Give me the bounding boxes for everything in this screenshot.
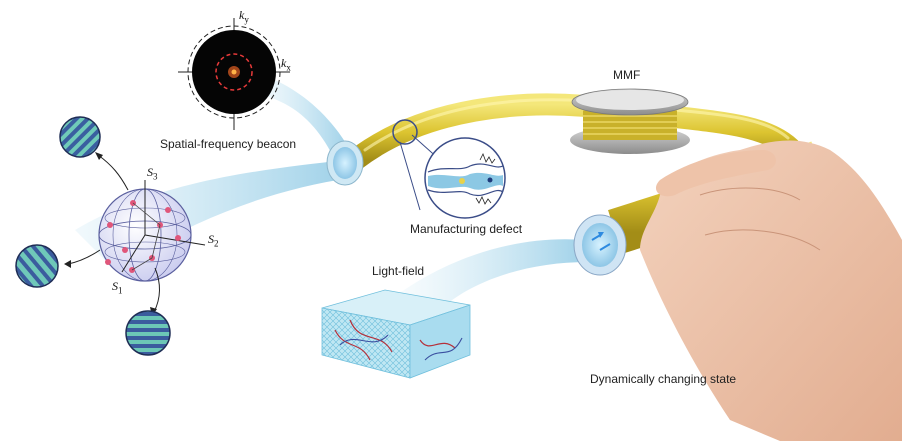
arrowhead-top	[95, 152, 103, 160]
arrow-to-mode-left	[67, 249, 101, 265]
light-field-block	[321, 289, 471, 379]
axis-kx: kx	[281, 56, 291, 73]
mode-pattern-icon	[125, 310, 171, 356]
fiber-loop	[344, 93, 801, 171]
magnifier-icon	[392, 119, 506, 219]
arrowhead-left	[64, 260, 71, 268]
fiber-input-end	[326, 140, 364, 186]
hand-icon	[640, 140, 902, 441]
arrow-to-mode-top	[97, 154, 129, 191]
beam-to-beacon	[262, 78, 350, 160]
label-spatial-frequency-beacon: Spatial-frequency beacon	[160, 137, 297, 151]
axis-s2: S2	[208, 232, 219, 249]
mode-pattern-icon	[59, 116, 101, 158]
label-dynamically-changing-state: Dynamically changing state	[590, 372, 737, 386]
label-mmf: MMF	[613, 68, 641, 82]
axis-s3: S3	[147, 165, 158, 182]
label-light-field: Light-field	[372, 264, 425, 278]
axis-ky: ky	[239, 8, 249, 25]
fiber-spool-icon	[570, 88, 690, 154]
fiber-output-end	[573, 214, 627, 276]
label-manufacturing-defect: Manufacturing defect	[410, 222, 523, 236]
mode-pattern-icon	[15, 244, 59, 288]
axis-s1: S1	[112, 279, 123, 296]
poincare-sphere-icon	[98, 180, 206, 282]
k-space-plot	[178, 18, 290, 130]
